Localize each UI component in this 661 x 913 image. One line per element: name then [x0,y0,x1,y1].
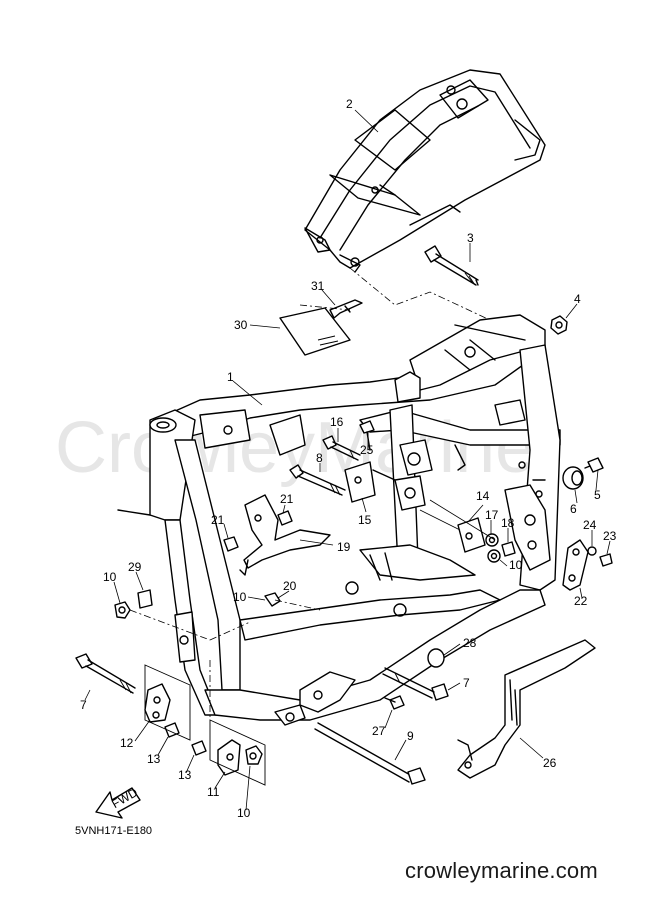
callout-1: 1 [227,370,234,384]
part-4-nut [550,315,568,335]
part-21-bolt-a [277,510,293,526]
part-15-bracket [344,461,396,503]
callout-5: 5 [594,488,601,502]
part-7-bolt-left [75,653,136,694]
part-20-washer [264,592,281,607]
part-30-pad [279,307,351,356]
callout-17: 17 [485,508,499,522]
callout-13-right: 13 [178,768,192,782]
part-7-bolt-right [382,667,449,701]
part-26-bracket [457,639,596,779]
part-6-plug [562,466,584,490]
callout-10-left: 10 [103,570,117,584]
callout-27: 27 [372,724,386,738]
callout-20: 20 [283,579,297,593]
callout-4: 4 [574,292,581,306]
part-22-plate [562,539,589,591]
callout-19: 19 [337,540,351,554]
callout-16: 16 [330,415,344,429]
callout-24: 24 [583,518,597,532]
diagram-code: 5VNH171-E180 [75,825,152,837]
part-24-washer [587,546,597,556]
part-14-bracket [457,517,486,553]
callout-8: 8 [316,451,323,465]
callout-18: 18 [501,516,515,530]
callout-25: 25 [360,443,374,457]
callout-13-left: 13 [147,752,161,766]
callout-29: 29 [128,560,142,574]
part-10-nut-a [114,601,131,619]
part-31-clip [329,299,363,319]
callout-21-left: 21 [211,513,225,527]
fwd-arrow-icon: FWD [95,785,141,819]
callout-30: 30 [234,318,248,332]
website-footer: crowleymarine.com [405,858,598,883]
callout-3: 3 [467,231,474,245]
callout-7-right: 7 [463,676,470,690]
part-17-nut [485,533,499,547]
callout-9: 9 [407,729,414,743]
part-8-bolt [289,464,346,496]
callout-2: 2 [346,97,353,111]
callout-14: 14 [476,489,490,503]
callout-10-mid: 10 [233,590,247,604]
callout-labels: 2 3 4 31 30 1 16 25 8 15 21 21 19 14 17 … [80,97,617,820]
callout-11: 11 [207,785,220,799]
part-5-bolt [584,457,604,473]
callout-28: 28 [463,636,477,650]
part-10-nut-b [245,745,263,765]
part-16-bolt [322,435,361,461]
part-23-nut [599,553,613,567]
part-18-bolt [501,541,516,557]
callout-12: 12 [120,736,134,750]
part-9-long-bolt [314,722,426,785]
part-21-bolt-b [223,536,239,552]
part-10-nut-c [487,549,501,563]
callout-31: 31 [311,279,325,293]
part-29-label [137,589,153,609]
callout-10-bottom: 10 [237,806,251,820]
callout-21-top: 21 [280,492,294,506]
part-11-plate [217,739,241,776]
part-12-plate [144,683,171,723]
callout-6: 6 [570,502,577,516]
callout-15: 15 [358,513,372,527]
callout-10-right: 10 [509,558,523,572]
rear-fender-bracket [304,69,546,273]
callout-7-left: 7 [80,698,87,712]
part-13-bolt-b [191,740,207,756]
leader-lines [84,109,611,811]
part-27-bolt [384,695,405,710]
part-3-bolt [424,245,479,286]
part-28-cap [427,648,445,668]
callout-23: 23 [603,529,617,543]
part-19-bracket [239,494,331,576]
part-25-bolt [359,420,375,451]
callout-26: 26 [543,756,557,770]
callout-22: 22 [574,594,588,608]
main-frame [117,314,561,726]
